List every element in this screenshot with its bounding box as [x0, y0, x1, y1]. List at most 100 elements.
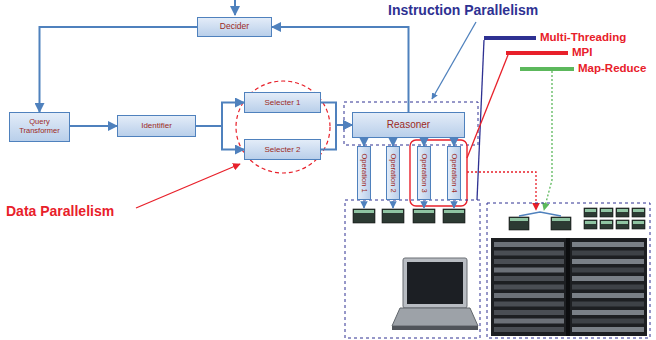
drawing-part	[392, 326, 478, 330]
process-box: Reasoner	[352, 112, 465, 138]
rack-unit	[494, 310, 564, 315]
leader-line	[467, 172, 536, 210]
rack-unit	[494, 276, 564, 281]
rack-unit	[572, 268, 644, 273]
chip-icon	[413, 209, 435, 223]
process-box: Decider	[197, 17, 272, 37]
chip-icon	[601, 209, 612, 212]
rack-unit	[494, 285, 564, 290]
process-box: Selecter 2	[244, 139, 321, 160]
flow-arrow	[40, 27, 198, 112]
chip-group	[353, 208, 645, 230]
chip-icon	[585, 221, 596, 224]
legend-line	[484, 36, 536, 40]
chip-icon	[617, 221, 628, 224]
operation-box: Operation 3	[417, 146, 431, 200]
chip-icon	[509, 217, 529, 230]
process-box: Selecter 1	[244, 92, 321, 113]
legend-line	[520, 67, 574, 71]
legend-line	[506, 51, 568, 55]
flow-arrow	[363, 138, 365, 146]
rack-unit	[572, 310, 644, 315]
instruction-group	[344, 102, 478, 145]
chip-icon	[633, 209, 644, 212]
rack-unit	[494, 242, 564, 247]
chip-icon	[584, 208, 597, 217]
dispatch-arrow	[363, 201, 365, 208]
laptop-illustration	[392, 258, 478, 330]
rack-unit	[494, 259, 564, 264]
operation-box: Operation 2	[386, 146, 400, 200]
operation-box: Operation 4	[447, 146, 461, 200]
rack-unit	[494, 268, 564, 273]
chip-icon	[353, 209, 375, 223]
chip-icon	[551, 217, 571, 230]
node-label: Selecter 2	[264, 145, 300, 154]
flow-arrow	[423, 138, 425, 146]
legend-label: MPI	[572, 46, 592, 58]
drawing-part	[403, 258, 467, 308]
rack-unit	[572, 319, 644, 324]
dispatch-arrow	[453, 201, 455, 208]
group-label: Instruction Parallelism	[388, 2, 538, 18]
flow-arrow	[321, 103, 352, 126]
chip-icon	[584, 220, 597, 229]
node-label: Operation 1	[360, 153, 369, 192]
drawing-part	[392, 308, 478, 326]
rack-unit	[572, 276, 644, 281]
rack-unit	[494, 327, 564, 332]
dispatch-arrow	[392, 201, 394, 208]
rack-unit	[572, 259, 644, 264]
flow-arrow	[453, 138, 455, 146]
process-box: Query Transformer	[9, 112, 70, 142]
process-box: Identifier	[117, 115, 196, 137]
group-label: Data Parallelism	[6, 203, 114, 219]
chip-icon	[601, 221, 612, 224]
chip-icon	[552, 218, 570, 221]
rack-unit	[572, 293, 644, 298]
node-label: Decider	[220, 22, 249, 32]
rack-unit	[572, 327, 644, 332]
chip-icon	[414, 210, 434, 213]
node-label: Query Transformer	[10, 118, 69, 135]
leader-line	[544, 71, 552, 210]
node-label: Reasoner	[387, 119, 430, 131]
rack-unit	[494, 251, 564, 256]
node-label: Selecter 1	[264, 98, 300, 107]
flow-arrow	[70, 125, 117, 127]
dispatch-arrow	[423, 201, 425, 208]
rack-unit	[572, 302, 644, 307]
chip-icon	[444, 210, 464, 213]
chip-icon	[382, 209, 404, 223]
chip-icon	[443, 209, 465, 223]
rack-unit	[494, 302, 564, 307]
drawing-part	[491, 238, 647, 336]
chip-icon	[510, 218, 528, 221]
chip-icon	[383, 210, 403, 213]
rack-unit	[494, 293, 564, 298]
operation-box: Operation 1	[357, 146, 371, 200]
rack-unit	[494, 319, 564, 324]
data-parallel-ellipse	[236, 81, 330, 173]
fork-line	[519, 212, 561, 216]
node-label: Operation 2	[389, 153, 398, 192]
pointer-line	[432, 22, 476, 99]
rack-detail	[494, 238, 644, 336]
chip-icon	[600, 220, 613, 229]
pointer-line	[136, 164, 240, 208]
chip-icon	[354, 210, 374, 213]
node-label: Operation 3	[420, 153, 429, 192]
chip-icon	[632, 220, 645, 229]
chip-icon	[632, 208, 645, 217]
leader-line	[477, 40, 484, 200]
input-arrow	[234, 0, 236, 15]
drawing-part	[407, 262, 463, 304]
laptop-region	[345, 200, 480, 338]
node-label: Operation 4	[450, 153, 459, 192]
flow-arrow	[321, 125, 352, 150]
legend-label: Multi-Threading	[540, 31, 626, 43]
